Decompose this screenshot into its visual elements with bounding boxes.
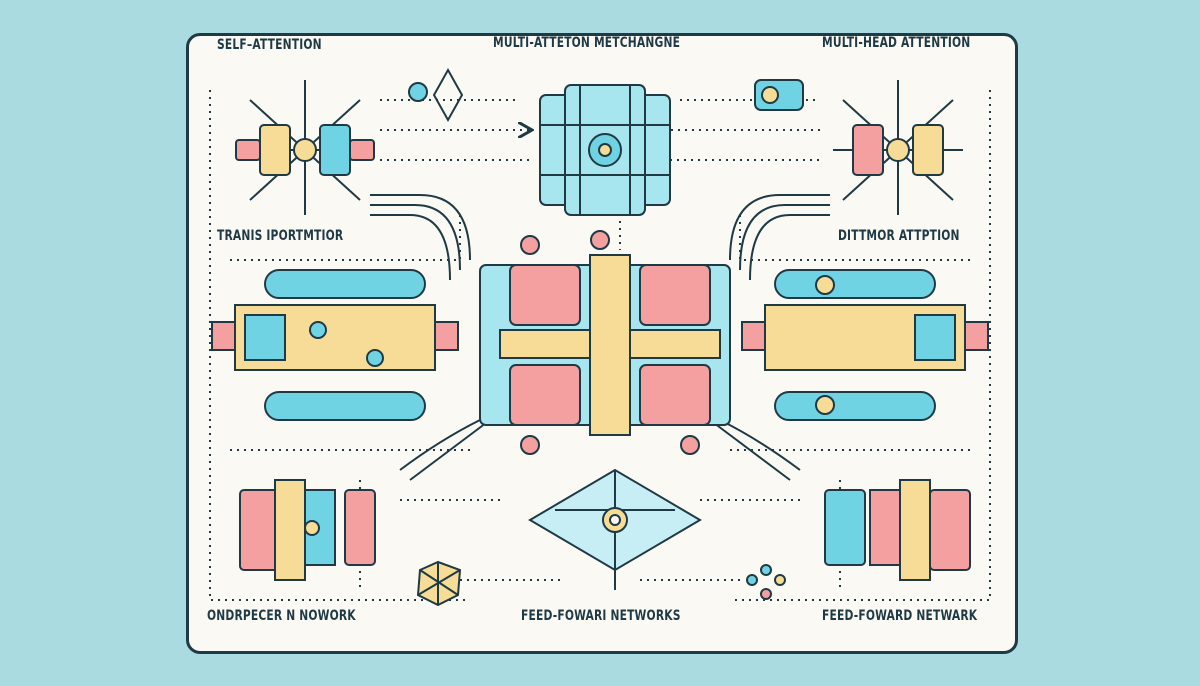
multi-attention-grid [539, 84, 671, 216]
polyhedron-icon [416, 560, 462, 607]
self-attention-node [235, 80, 375, 215]
label-self-attention: SELF–ATTENTION [217, 37, 322, 53]
label-encoder-network: ONDRPECER N NOWORK [207, 608, 356, 624]
transformation-module [211, 269, 459, 421]
label-attention-right: DITTMOR ATTPTION [838, 228, 960, 244]
dots-cluster-icon [746, 564, 786, 600]
attention-module [741, 269, 989, 421]
head-block-icon [754, 79, 804, 111]
diamond-icon [432, 67, 464, 123]
circle-icon [408, 82, 428, 102]
encoder-network-block [239, 479, 376, 581]
label-feed-forward-networks: FEED-FOWARI NETWORKS [521, 608, 681, 624]
multi-head-attention-node [833, 80, 963, 215]
label-multi-attention-mechanism: MULTI-ATTETON METCHANGNE [493, 35, 681, 51]
label-transformation: TRANIS IPORTMTIOR [217, 228, 344, 244]
label-feed-forward-network: FEED-FOWARD NETWARK [822, 608, 978, 624]
dotted-connectors [209, 90, 991, 601]
central-transformer-block [479, 230, 731, 455]
feed-forward-block-right [824, 479, 971, 581]
label-multi-head-attention: MULTI-HEAD ATTENTION [822, 35, 971, 51]
feed-forward-network-node [528, 468, 702, 590]
